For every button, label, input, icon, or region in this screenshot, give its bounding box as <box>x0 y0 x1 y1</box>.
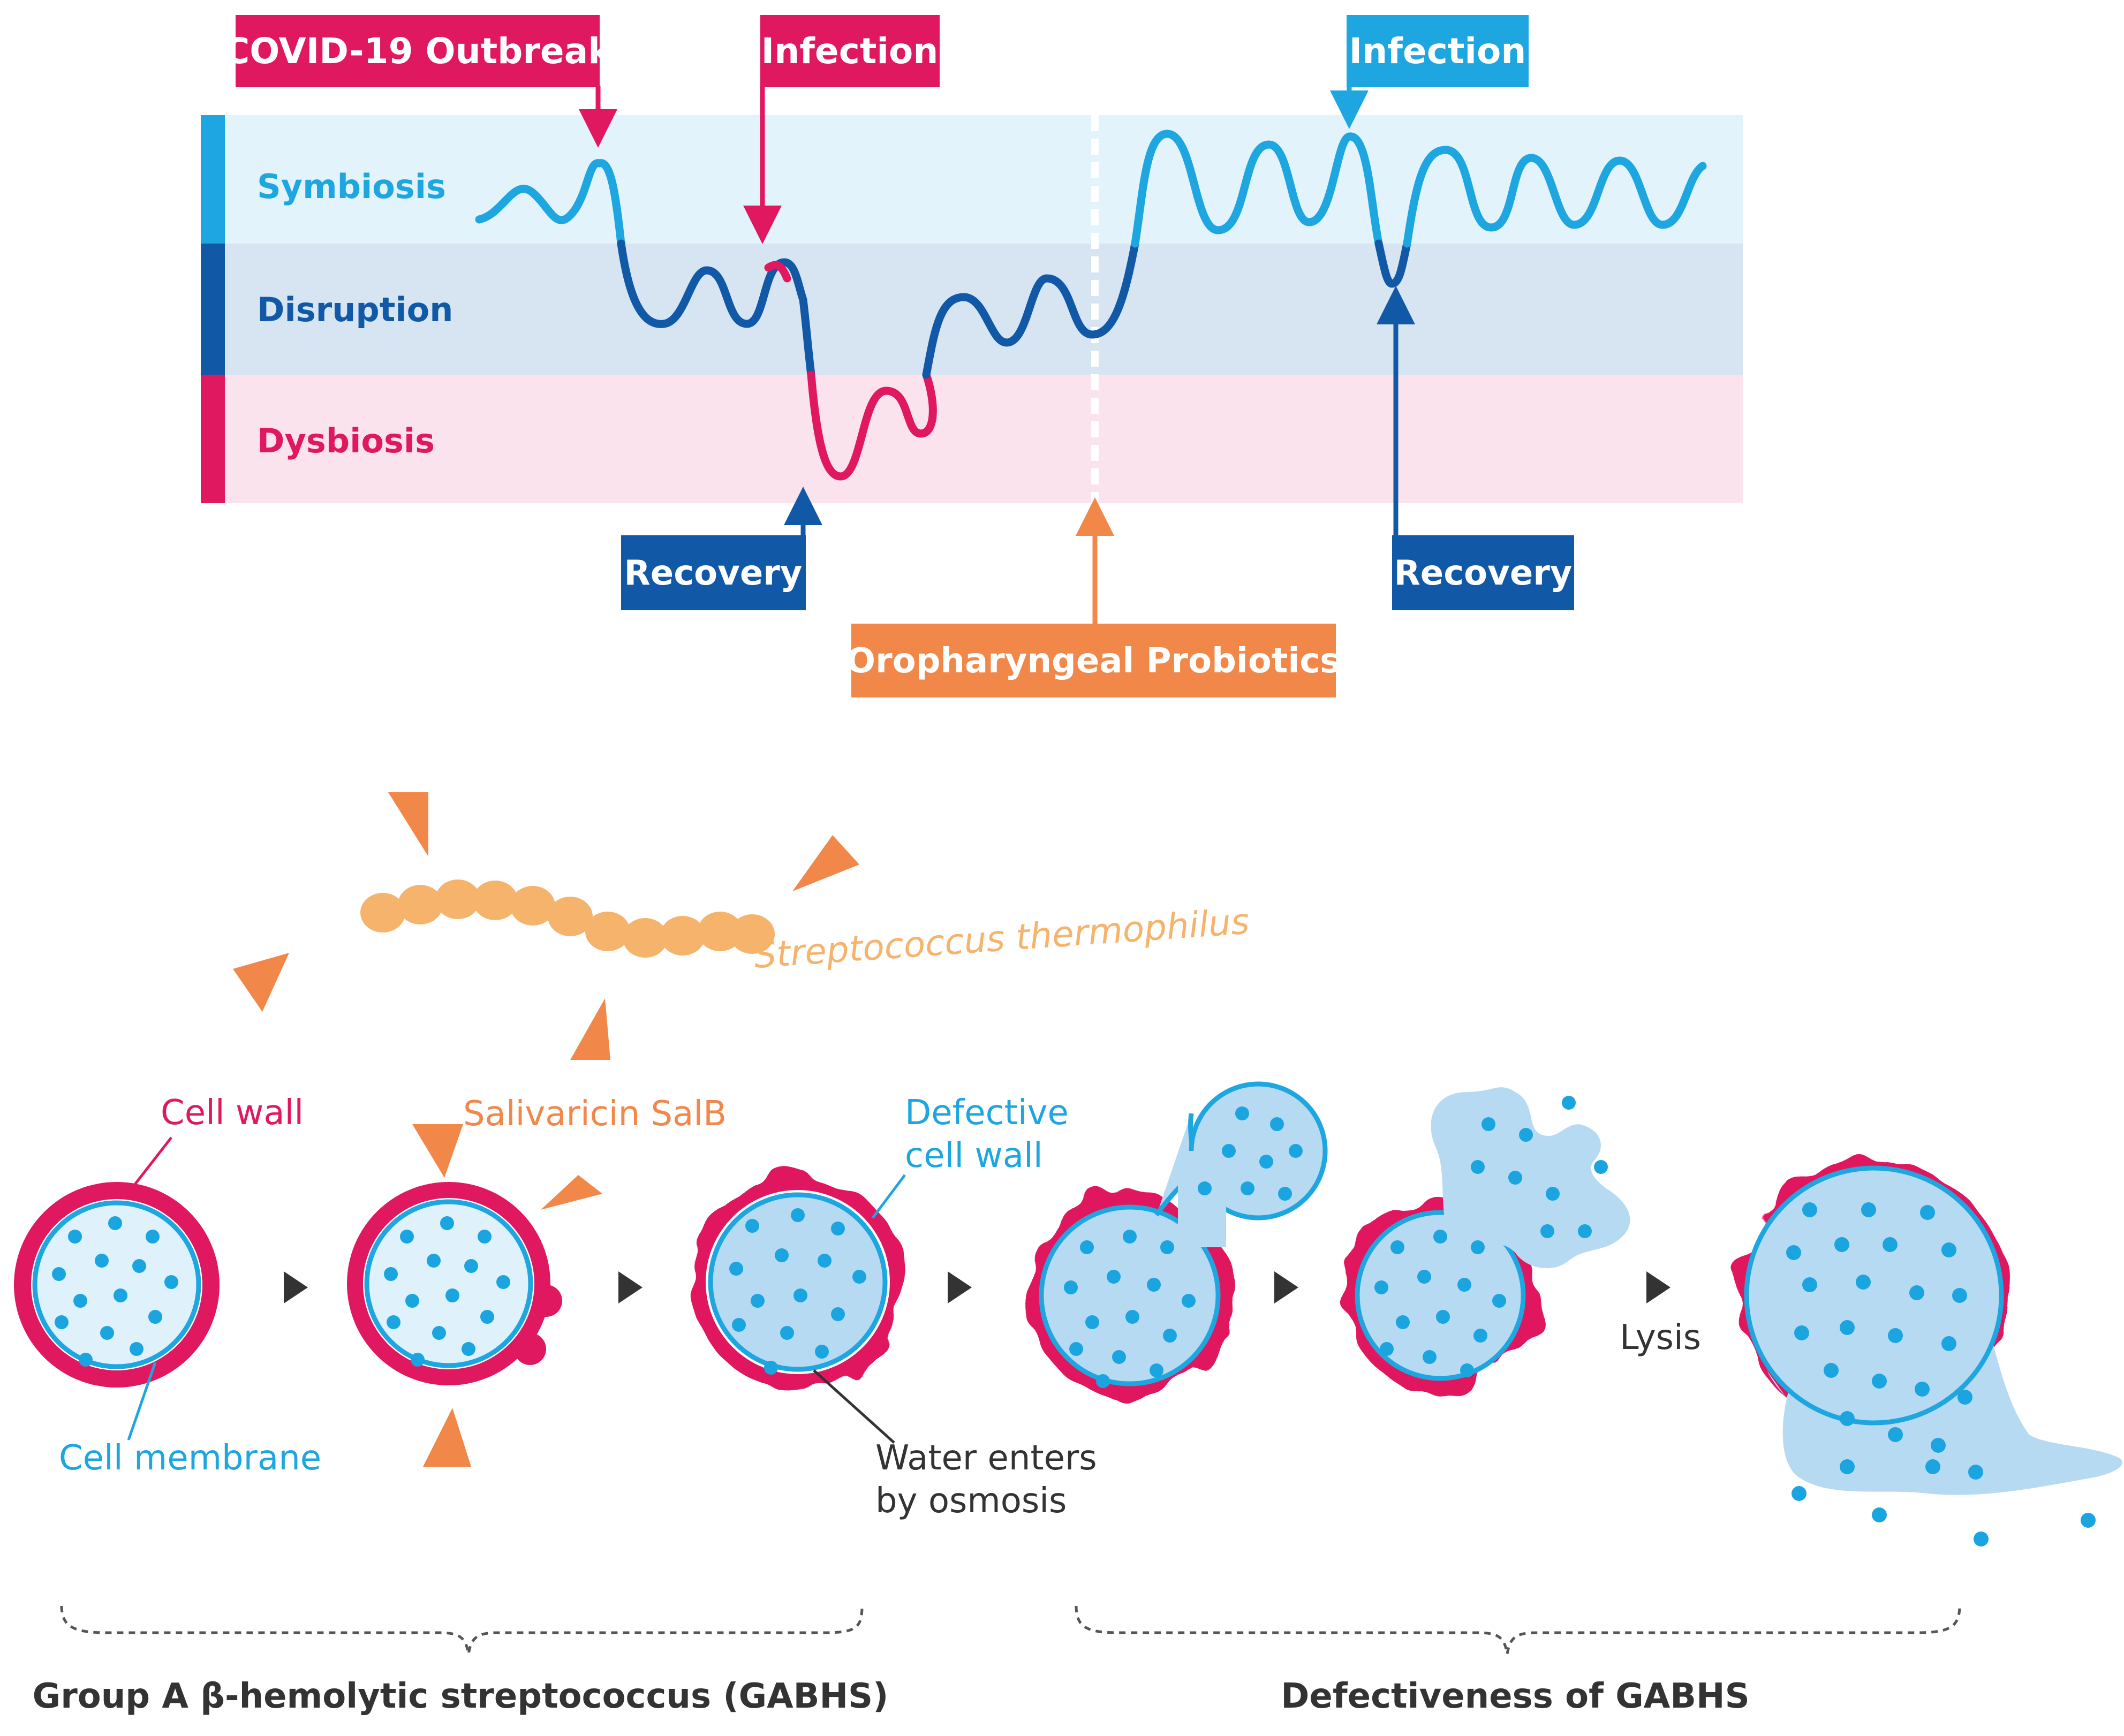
streptococcus-thermophilus: Streptococcus thermophilus <box>233 792 1251 1060</box>
label-salivaricin: Salivaricin SalB <box>463 1094 727 1134</box>
band-label-disruption: Disruption <box>257 290 453 329</box>
cell-defective-wall <box>691 1175 905 1389</box>
label-cell-membrane: Cell membrane <box>59 1438 321 1478</box>
salivaricin-triangles-cell <box>412 1124 602 1467</box>
label-defective-wall-line1: Defective <box>905 1093 1069 1133</box>
label-cell-wall: Cell wall <box>161 1093 304 1133</box>
callout-infection-first-label: Infection <box>761 31 939 72</box>
cell-intact <box>14 1182 220 1388</box>
cell-attacked <box>347 1124 602 1467</box>
callout-recovery-first-label: Recovery <box>624 554 803 593</box>
wave-symbiosis-start <box>475 159 625 248</box>
wave-dysbiosis <box>807 370 937 481</box>
bacterium-chain <box>360 880 775 958</box>
band-dysbiosis <box>225 375 1743 503</box>
rupture-splash <box>1431 1087 1630 1269</box>
cell-bulging <box>1027 1081 1328 1398</box>
salivaricin-triangles-top <box>233 792 859 1060</box>
pointer-cell-wall <box>133 1136 172 1187</box>
bacterium-label: Streptococcus thermophilus <box>753 900 1251 976</box>
callout-covid-outbreak-label: COVID-19 Outbreak <box>224 31 613 72</box>
band-label-dysbiosis: Dysbiosis <box>257 421 435 460</box>
wave-recovery-dip <box>1374 239 1411 288</box>
callout-infection-first: Infection <box>743 15 940 244</box>
cell-lysed <box>1739 1161 2123 1547</box>
callout-recovery-first: Recovery <box>621 487 822 610</box>
cell-intact-dots <box>52 1216 178 1367</box>
gabhs-cell-stages: Cell wall Cell membrane Salivarici <box>14 1081 2123 1547</box>
cell-lysed-dots <box>1786 1202 2096 1547</box>
bracket-defectiveness <box>1075 1605 1961 1655</box>
band-label-symbiosis: Symbiosis <box>257 167 446 206</box>
wave-disruption-second <box>922 239 1139 379</box>
cell-rupturing <box>1344 1087 1630 1392</box>
callout-probiotics: Oropharyngeal Probiotics <box>846 497 1341 698</box>
band-marker-dysbiosis <box>201 375 225 503</box>
label-defective-wall-line2: cell wall <box>905 1136 1043 1176</box>
wave-symbiosis-after-probiotics <box>1131 130 1383 248</box>
callout-recovery-second: Recovery <box>1377 286 1574 610</box>
wave-disruption-dip <box>799 295 815 379</box>
pointer-defective-wall <box>872 1174 906 1219</box>
pointer-water <box>813 1369 895 1444</box>
step-arrow-4 <box>1274 1271 1298 1303</box>
step-arrow-2 <box>618 1271 643 1303</box>
pointer-cell-membrane <box>127 1362 157 1441</box>
band-marker-symbiosis <box>201 115 225 244</box>
band-marker-disruption <box>201 244 225 375</box>
wave-symbiosis-end <box>1403 146 1707 248</box>
cell-defective-dots <box>729 1208 866 1375</box>
label-water-line1: Water enters <box>875 1438 1097 1478</box>
callout-probiotics-label: Oropharyngeal Probiotics <box>846 641 1341 681</box>
label-group-gabhs: Group A β-hemolytic streptococcus (GABHS… <box>33 1677 889 1716</box>
cell-bulging-dots <box>1064 1106 1303 1388</box>
label-group-defectiveness: Defectiveness of GABHS <box>1281 1677 1749 1716</box>
microbiome-timeline: Symbiosis Disruption Dysbiosis COVID-19 … <box>201 15 1743 698</box>
label-water-line2: by osmosis <box>875 1481 1067 1521</box>
bracket-gabhs <box>60 1605 864 1655</box>
step-arrow-3 <box>948 1271 972 1303</box>
cell-rupturing-dots <box>1374 1117 1592 1377</box>
step-arrow-5 <box>1646 1271 1671 1303</box>
label-lysis: Lysis <box>1620 1318 1701 1358</box>
step-arrow-1 <box>284 1271 308 1303</box>
wave-disruption-first <box>617 239 807 328</box>
group-brackets: Group A β-hemolytic streptococcus (GABHS… <box>33 1605 1961 1716</box>
cell-attacked-dots <box>384 1216 510 1367</box>
callout-recovery-second-label: Recovery <box>1394 554 1573 593</box>
callout-infection-second: Infection <box>1330 15 1529 129</box>
callout-infection-second-label: Infection <box>1349 31 1526 72</box>
callout-covid-outbreak: COVID-19 Outbreak <box>224 15 617 148</box>
wave-infection-edge <box>764 261 791 283</box>
